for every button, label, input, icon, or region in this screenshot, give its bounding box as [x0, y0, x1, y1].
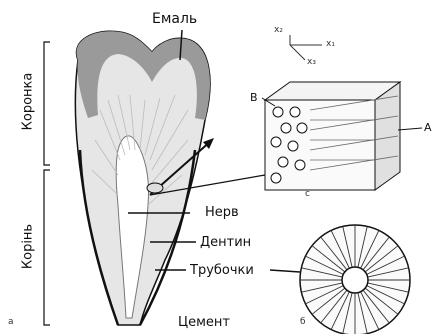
- panel-a-label: а: [8, 318, 14, 327]
- tubule-block: [262, 82, 422, 190]
- root-bracket: [44, 170, 50, 325]
- axis-x1-label: x₁: [326, 40, 335, 49]
- axes-icon: [290, 35, 322, 60]
- panel-b-label: б: [300, 318, 306, 327]
- enamel-label: Емаль: [152, 12, 197, 26]
- block-B-label: B: [250, 92, 258, 103]
- tubule-cross-section: [300, 225, 410, 334]
- block-A-leader: [398, 128, 422, 130]
- block-A-label: A: [424, 122, 432, 133]
- panel-c-label: с: [305, 190, 310, 199]
- cement-label: Цемент: [178, 316, 230, 329]
- axis-x3-label: x₃: [307, 58, 316, 67]
- section-marker: [147, 183, 163, 193]
- nerve-label: Нерв: [205, 206, 239, 219]
- tubules-label: Трубочки: [190, 264, 254, 277]
- tubules-right-leader: [270, 270, 300, 272]
- dentin-label: Дентин: [200, 236, 251, 249]
- crown-bracket: [44, 42, 50, 165]
- axis-x2-label: x₂: [274, 26, 283, 35]
- root-label: Корінь: [22, 219, 35, 275]
- crown-label: Коронка: [22, 66, 35, 138]
